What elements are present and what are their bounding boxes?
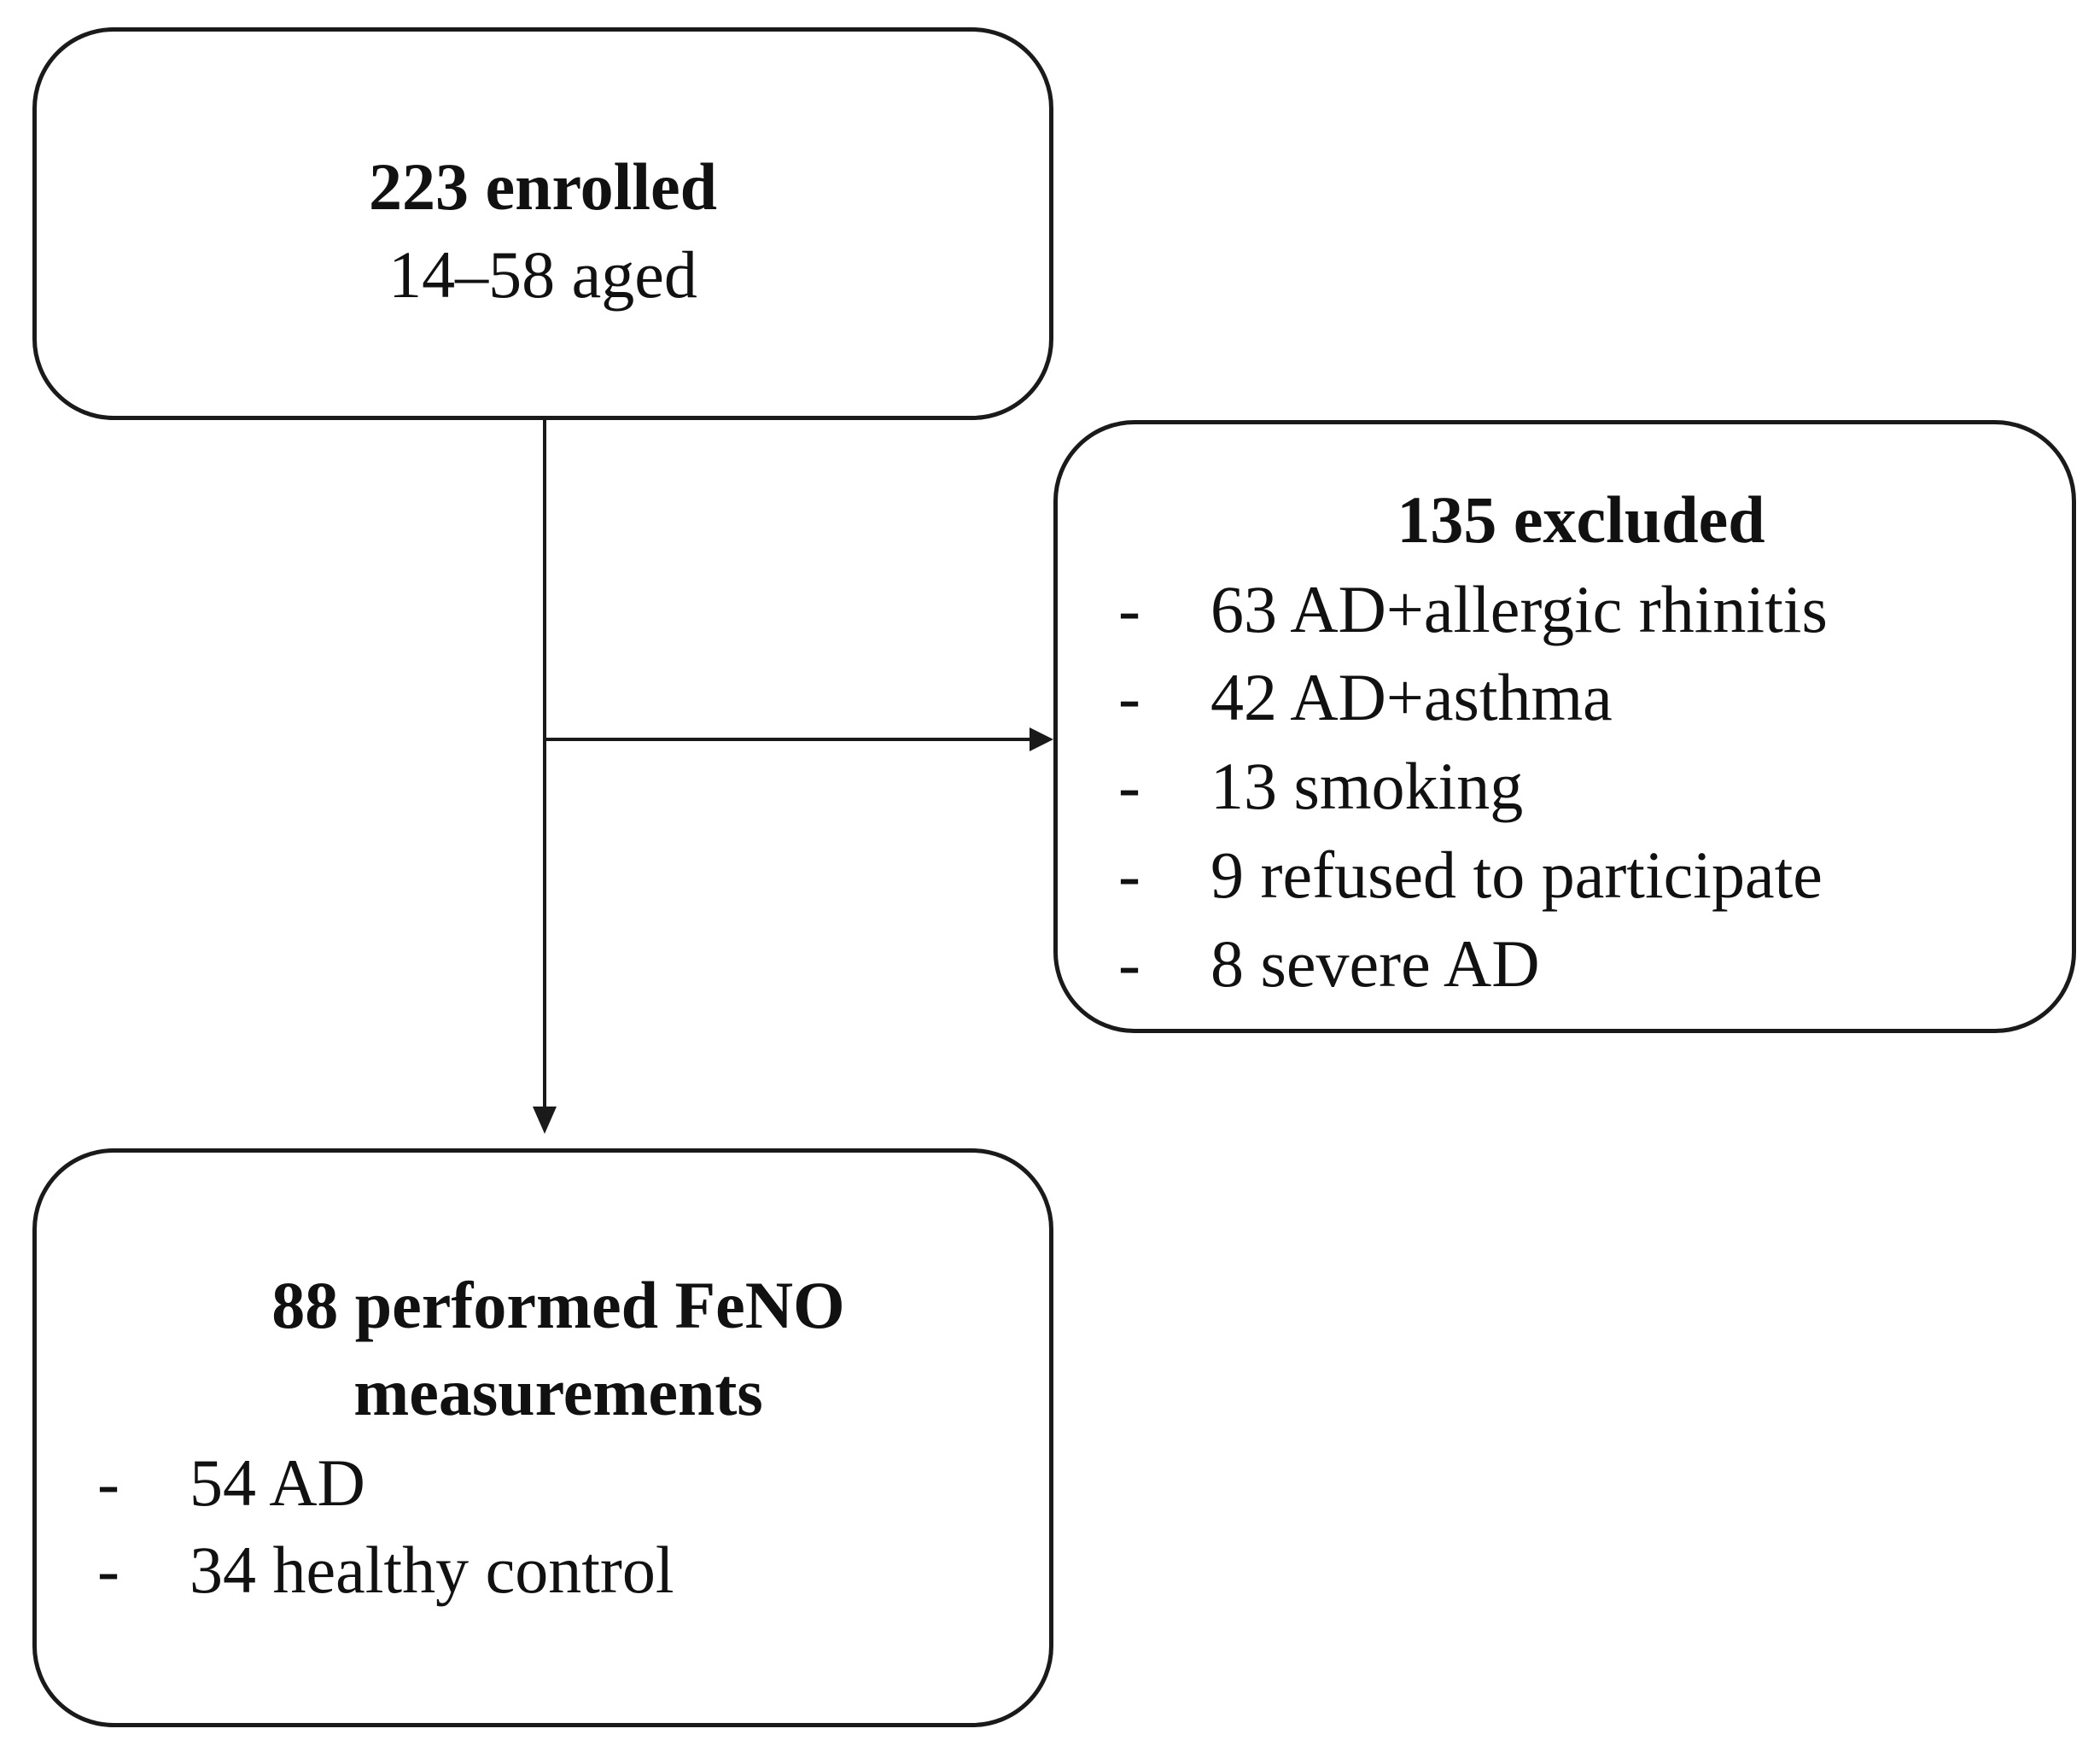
right-arrowhead [1030,727,1053,751]
bullet-dash: - [1118,749,1140,823]
excluded-item: 63 AD+allergic rhinitis [1210,572,1828,646]
excluded-item: 42 AD+asthma [1210,660,1613,734]
excluded-item: 8 severe AD [1210,926,1540,1001]
enrolled-age-range: 14–58 aged [388,237,697,312]
enrolled-box [32,27,1053,420]
enrolled-title: 223 enrolled [368,149,718,224]
excluded-title: 135 excluded [1397,482,1765,557]
performed-title-line2: measurements [353,1355,763,1429]
bullet-dash: - [97,1445,120,1520]
performed-item: 54 AD [190,1445,365,1520]
bullet-dash: - [97,1533,120,1607]
down-arrowhead [533,1107,557,1134]
bullet-dash: - [1118,838,1140,912]
excluded-item: 13 smoking [1210,749,1524,823]
performed-box [32,1148,1053,1727]
excluded-box [1053,420,2076,1033]
performed-item: 34 healthy control [190,1533,674,1607]
excluded-item: 9 refused to participate [1210,838,1823,912]
bullet-dash: - [1118,660,1140,734]
bullet-dash: - [1118,572,1140,646]
performed-title-line1: 88 performed FeNO [271,1268,845,1342]
bullet-dash: - [1118,926,1140,1001]
